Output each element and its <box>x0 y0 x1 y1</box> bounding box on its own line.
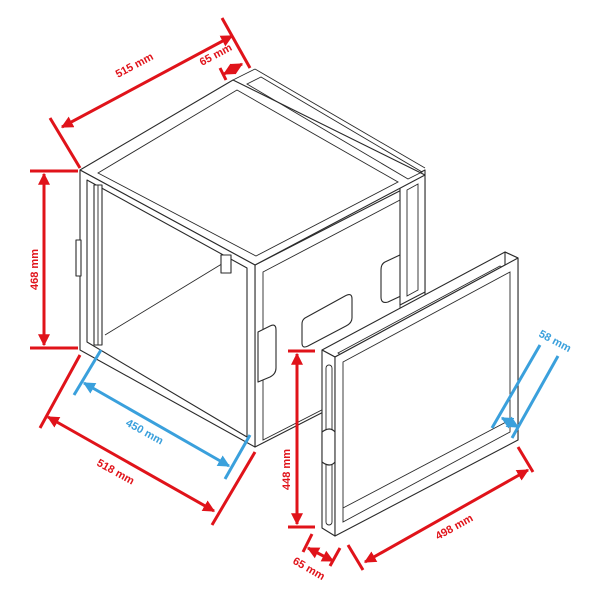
label-518: 518 mm <box>95 457 137 487</box>
label-468: 468 mm <box>29 249 41 290</box>
label-450: 450 mm <box>124 417 166 447</box>
label-498: 498 mm <box>434 512 476 542</box>
label-65-bottom: 65 mm <box>291 555 327 583</box>
label-58: 58 mm <box>537 328 574 355</box>
side-handle-icon <box>301 294 353 348</box>
dimension-lid-depth-top: 65 mm <box>198 42 244 81</box>
rack-rail-right <box>220 254 232 274</box>
lid-face <box>334 257 519 537</box>
dimension-outer-height: 468 mm <box>29 169 78 350</box>
label-448: 448 mm <box>281 449 293 490</box>
dimension-lid-depth-bottom: 65 mm <box>291 533 342 583</box>
lid-latch-icon <box>321 428 336 466</box>
left-latch-icon <box>75 239 82 277</box>
front-latch-icon <box>257 324 277 383</box>
case-lid <box>321 251 519 537</box>
label-515: 515 mm <box>114 51 156 81</box>
case-front-opening <box>86 179 248 438</box>
dimension-lid-height: 448 mm <box>281 349 315 529</box>
